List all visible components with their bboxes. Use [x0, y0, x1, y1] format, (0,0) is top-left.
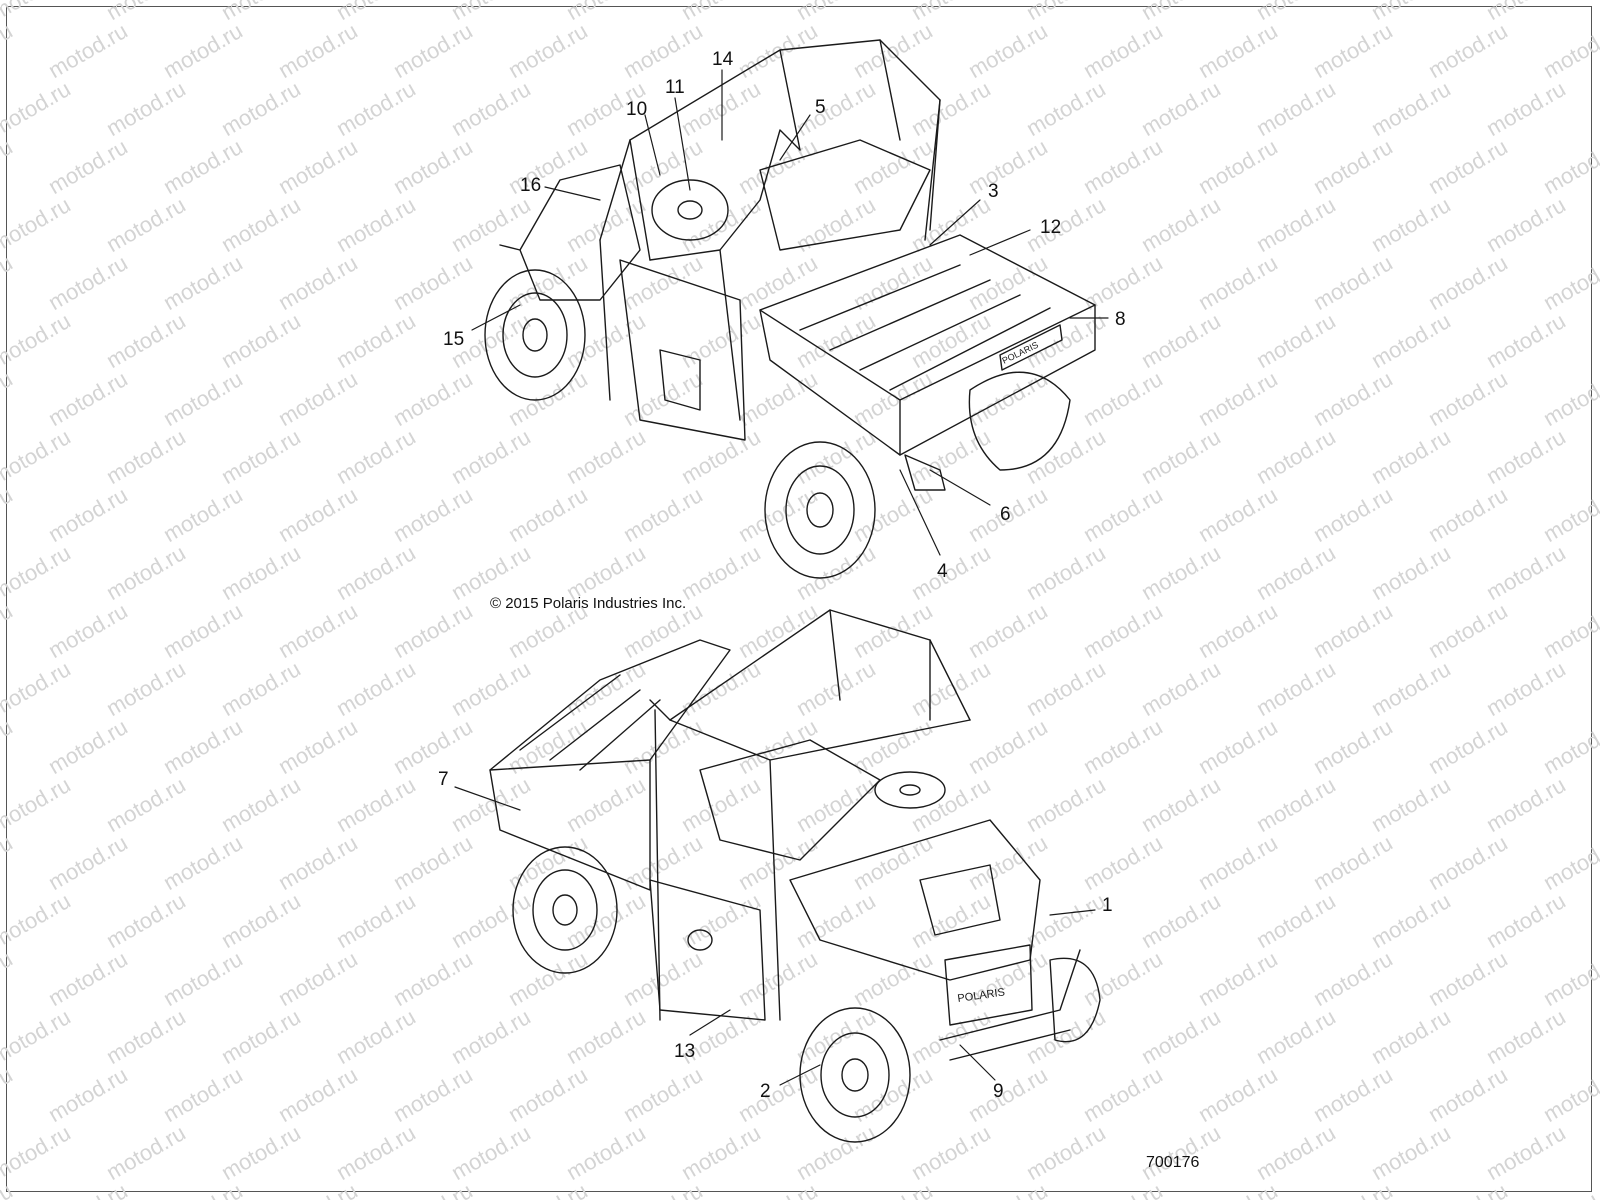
callout-14: 14 [712, 49, 734, 70]
rear-view-vehicle: POLARIS [484, 39, 1096, 579]
callout-6: 6 [1000, 504, 1011, 525]
figure-number: 700176 [1146, 1154, 1200, 1171]
callout-10: 10 [626, 99, 648, 120]
copyright-notice: © 2015 Polaris Industries Inc. [490, 595, 687, 612]
diagram-frame [6, 6, 1592, 1192]
callout-9: 9 [993, 1081, 1004, 1102]
callout-5: 5 [815, 97, 826, 118]
callout-3: 3 [988, 181, 999, 202]
callout-12: 12 [1040, 217, 1062, 238]
callout-13: 13 [674, 1041, 696, 1062]
callout-7: 7 [438, 769, 449, 790]
tailgate-badge: POLARIS [1000, 340, 1039, 366]
callout-2: 2 [760, 1081, 771, 1102]
callout-4: 4 [937, 561, 948, 582]
callout-15: 15 [443, 329, 465, 350]
callout-8: 8 [1115, 309, 1126, 330]
callout-1: 1 [1102, 895, 1113, 916]
leader-lines [454, 69, 1109, 1086]
callout-11: 11 [665, 77, 685, 98]
callout-16: 16 [520, 175, 542, 196]
front-view-vehicle: POLARIS [489, 609, 1101, 1143]
grille-badge: POLARIS [957, 986, 1006, 1005]
